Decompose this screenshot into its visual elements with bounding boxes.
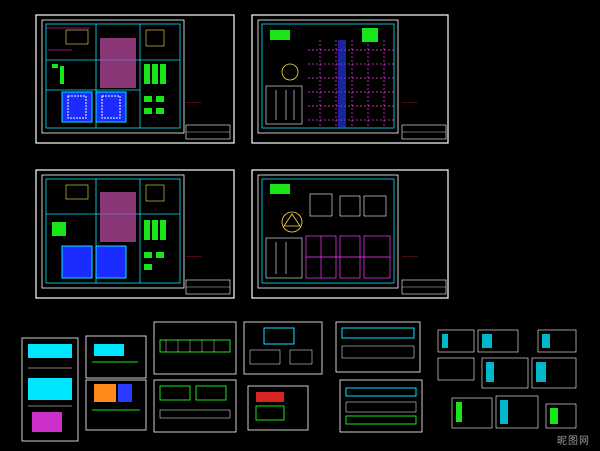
sheet-detail-4 (153, 321, 237, 375)
sheet-floor-plan-lower: ———— (35, 169, 235, 299)
sheet-ceiling-plan-lower: ———— (251, 169, 449, 299)
svg-text:————: ———— (402, 254, 418, 259)
svg-text:————: ———— (186, 254, 202, 259)
sheet-detail-10 (437, 329, 577, 429)
sheet-detail-5 (153, 379, 237, 433)
sheet-detail-6 (243, 321, 323, 375)
sheet-detail-7 (247, 385, 309, 431)
sheet-detail-2 (85, 335, 147, 379)
svg-text:————: ———— (402, 100, 418, 105)
sheet-detail-1 (21, 337, 79, 442)
svg-text:————: ———— (186, 100, 202, 105)
sheet-detail-9 (339, 379, 423, 433)
sheet-floor-plan-upper: ———— (35, 14, 235, 144)
sheet-detail-3 (85, 379, 147, 431)
watermark-text: 昵图网 (557, 436, 590, 447)
sheet-ceiling-plan-upper: ———— (251, 14, 449, 144)
sheet-detail-8 (335, 321, 421, 373)
